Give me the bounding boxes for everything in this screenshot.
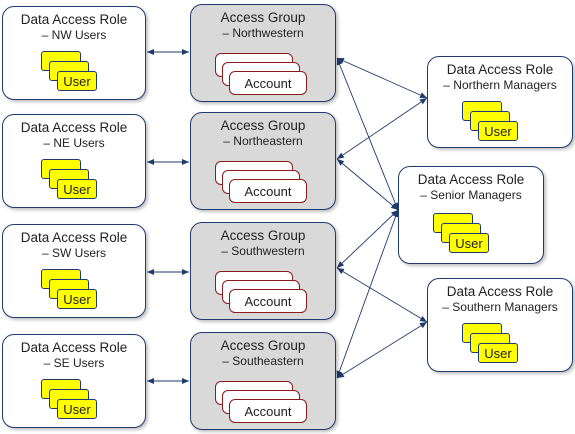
user-card: User xyxy=(57,399,97,419)
role-title: Data Access Role xyxy=(20,120,128,135)
role-subtitle: – SW Users xyxy=(41,246,106,260)
account-stack: Account xyxy=(215,53,307,95)
connector-arrow xyxy=(336,267,428,323)
group-title: Access Group xyxy=(220,228,306,243)
role-subtitle: – NE Users xyxy=(43,136,105,150)
user-stack: User xyxy=(41,51,97,91)
role-senior-managers: Data Access Role – Senior Managers User xyxy=(398,166,544,264)
account-card: Account xyxy=(229,71,307,95)
user-stack: User xyxy=(41,379,97,419)
account-card: Account xyxy=(229,289,307,313)
user-stack: User xyxy=(41,159,97,199)
user-card: User xyxy=(478,343,518,363)
account-stack: Account xyxy=(215,271,307,313)
connector-arrow xyxy=(336,158,399,211)
user-stack: User xyxy=(433,213,489,253)
role-northern-managers: Data Access Role – Northern Managers Use… xyxy=(427,56,573,148)
group-subtitle: – Southeastern xyxy=(222,354,304,368)
connector-arrow xyxy=(336,209,399,269)
group-title: Access Group xyxy=(220,118,306,133)
role-subtitle: – Southern Managers xyxy=(442,300,558,314)
group-subtitle: – Southwestern xyxy=(221,244,305,258)
group-southwestern: Access Group – Southwestern Account xyxy=(190,222,336,320)
group-title: Access Group xyxy=(220,10,306,25)
account-card: Account xyxy=(229,399,307,423)
user-card: User xyxy=(57,71,97,91)
role-sw-users: Data Access Role – SW Users User xyxy=(2,224,146,318)
role-subtitle: – NW Users xyxy=(41,28,107,42)
connector-arrow xyxy=(336,321,428,379)
role-title: Data Access Role xyxy=(20,340,128,355)
role-title: Data Access Role xyxy=(20,230,128,245)
connector-arrow xyxy=(336,209,399,379)
role-nw-users: Data Access Role – NW Users User xyxy=(2,6,146,100)
group-subtitle: – Northwestern xyxy=(222,26,304,40)
user-stack: User xyxy=(41,269,97,309)
user-stack: User xyxy=(462,323,518,363)
role-title: Data Access Role xyxy=(20,12,128,27)
role-se-users: Data Access Role – SE Users User xyxy=(2,334,146,428)
group-northeastern: Access Group – Northeastern Account xyxy=(190,112,336,210)
account-stack: Account xyxy=(215,161,307,203)
role-subtitle: – Northern Managers xyxy=(443,78,557,92)
account-card: Account xyxy=(229,179,307,203)
group-title: Access Group xyxy=(220,338,306,353)
role-title: Data Access Role xyxy=(446,62,554,77)
role-title: Data Access Role xyxy=(446,284,554,299)
group-subtitle: – Northeastern xyxy=(223,134,303,148)
user-stack: User xyxy=(462,101,518,141)
role-subtitle: – SE Users xyxy=(43,356,105,370)
role-southern-managers: Data Access Role – Southern Managers Use… xyxy=(427,278,573,372)
role-title: Data Access Role xyxy=(417,172,525,187)
user-card: User xyxy=(57,289,97,309)
role-ne-users: Data Access Role – NE Users User xyxy=(2,114,146,208)
user-card: User xyxy=(57,179,97,199)
group-northwestern: Access Group – Northwestern Account xyxy=(190,4,336,102)
role-subtitle: – Senior Managers xyxy=(420,188,522,202)
connector-arrow xyxy=(336,97,428,160)
user-card: User xyxy=(449,233,489,253)
account-stack: Account xyxy=(215,381,307,423)
user-card: User xyxy=(478,121,518,141)
group-southeastern: Access Group – Southeastern Account xyxy=(190,332,336,430)
